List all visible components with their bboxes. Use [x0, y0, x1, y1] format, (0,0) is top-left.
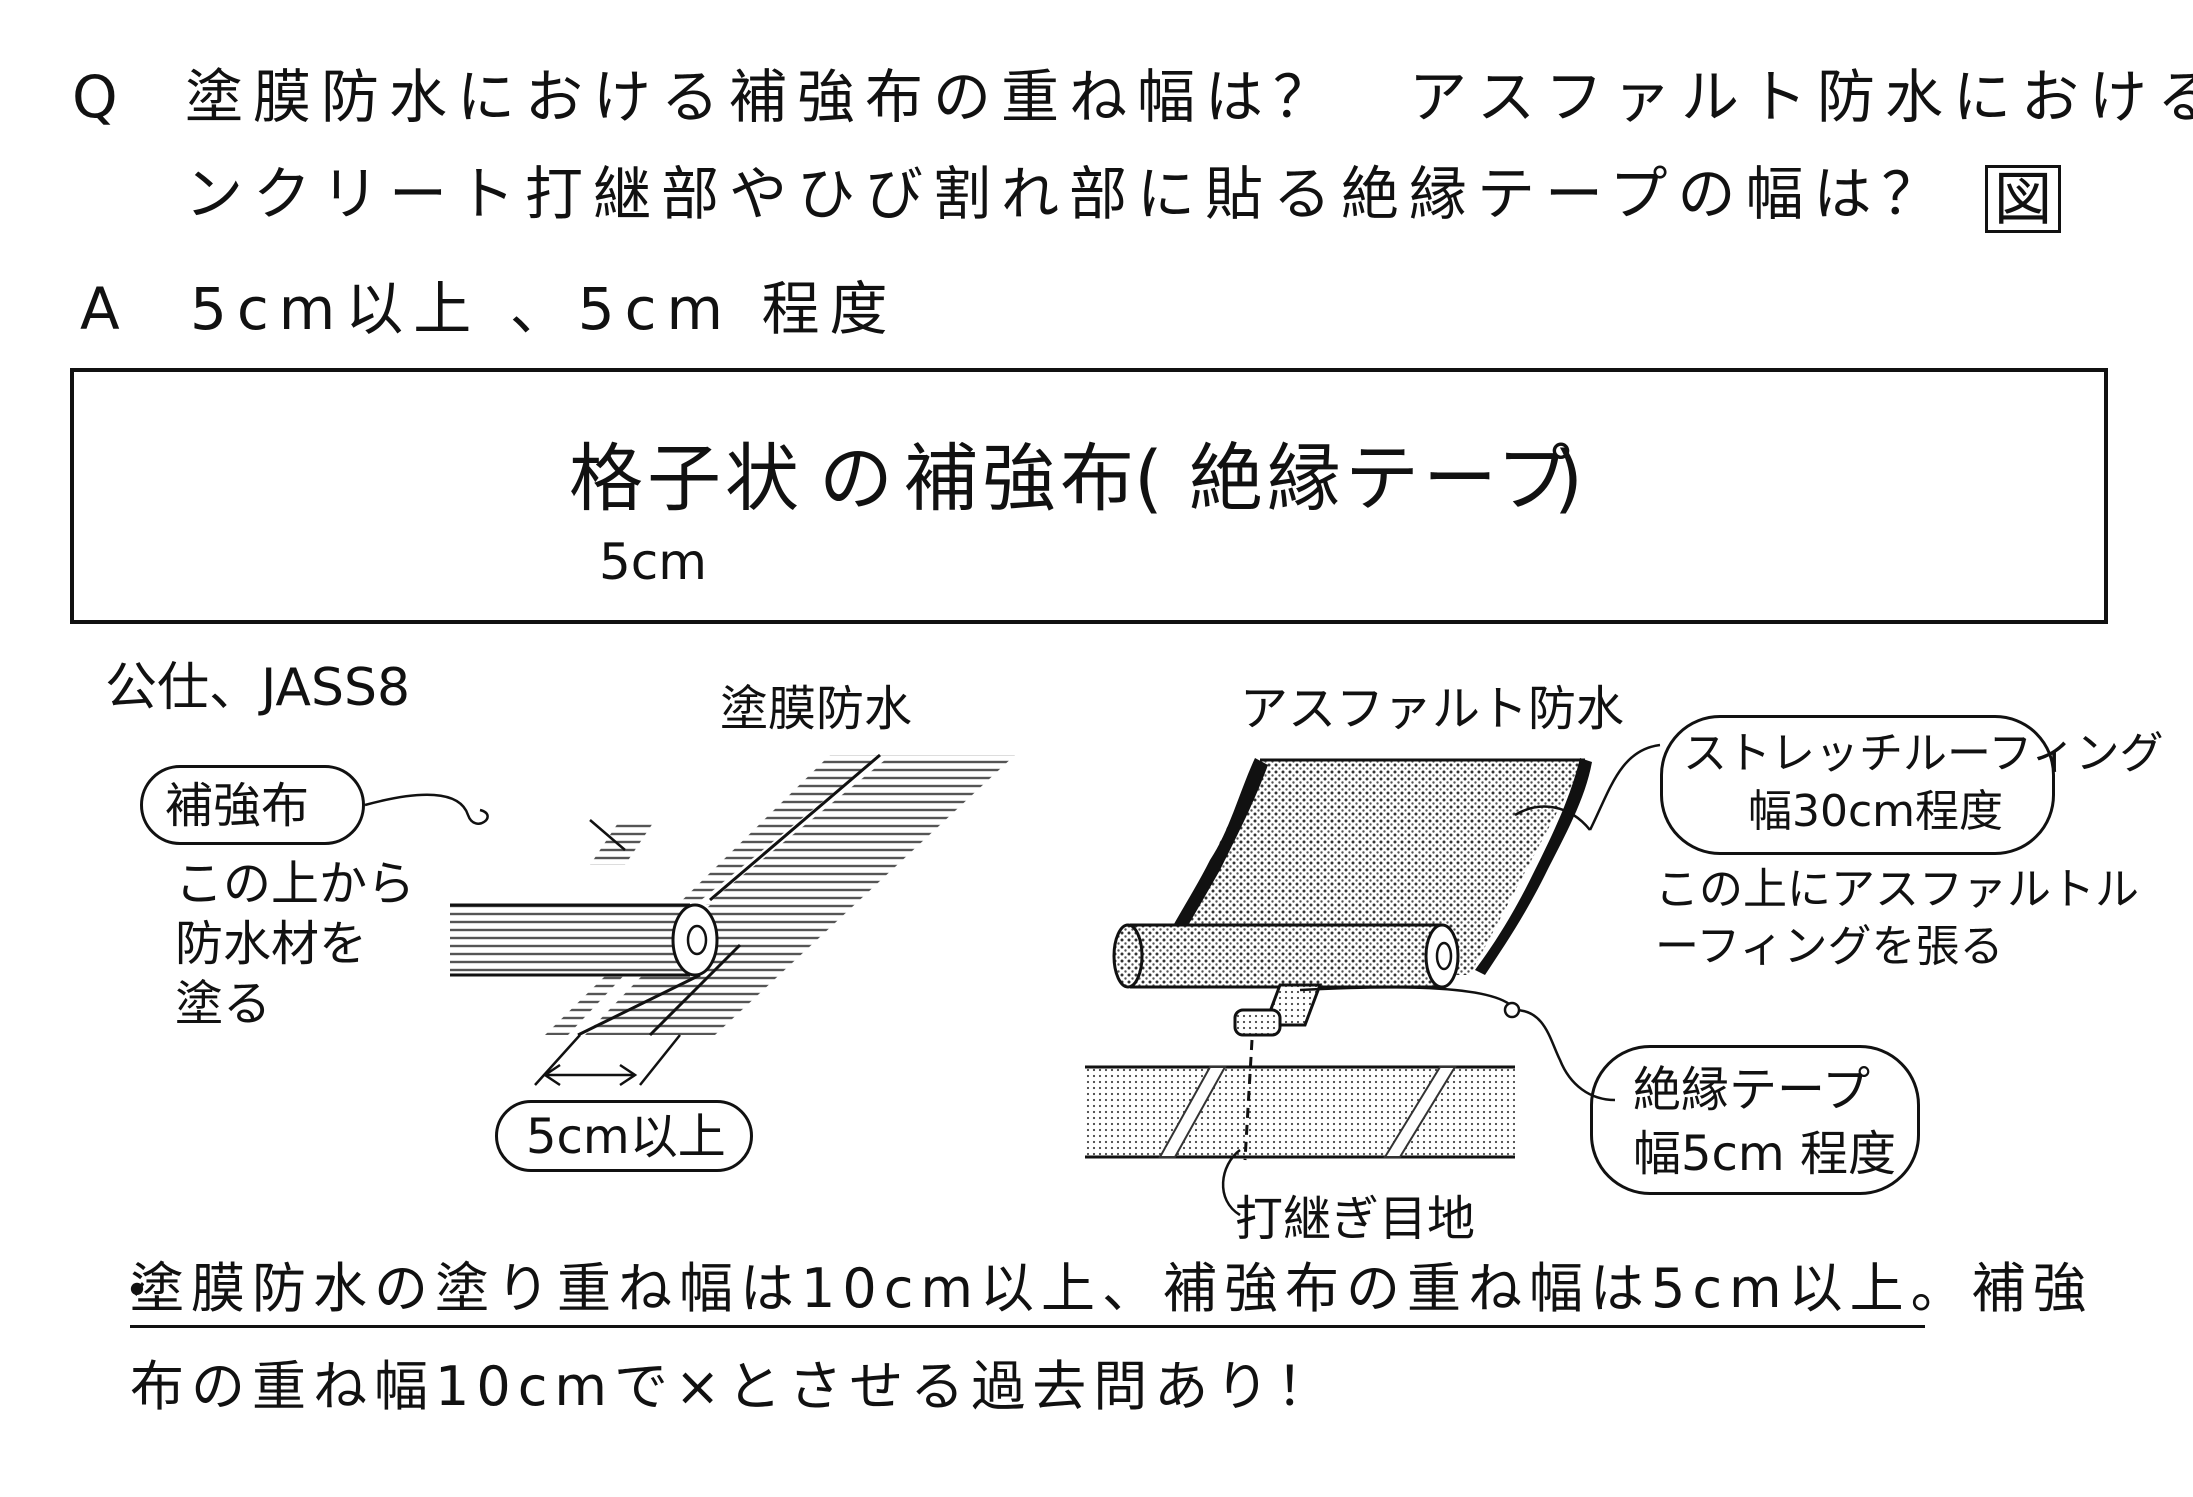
stretch-roofing-sheet — [1150, 758, 1592, 975]
insulation-tape-width: 幅5cm 程度 — [1633, 1126, 1896, 1182]
summary-box: 格子状 の 補強布 ( 絶縁テープ ) 5cm — [70, 368, 2108, 624]
dimension-label: 5cm以上 — [526, 1109, 726, 1165]
coating-title: 塗膜防水 — [720, 681, 913, 737]
reinforcement-sheet — [577, 753, 885, 1037]
construction-joint-label: 打継ぎ目地 — [1235, 1191, 1476, 1247]
reinforcement-callout-label: 補強布 — [165, 778, 310, 834]
left-note-line-2: 防水材を — [175, 916, 368, 972]
answer-marker: A — [80, 275, 130, 343]
summary-title-insulation-tape: 絶縁テープ — [1189, 436, 1575, 522]
right-note-line-2: ーフィングを張る — [1655, 921, 2004, 972]
reinforcement-callout: 補強布 — [140, 765, 365, 845]
summary-title-reinforcement: 補強布 — [904, 436, 1138, 522]
stretch-roofing-callout: ストレッチルーフィング 幅30cm程度 — [1660, 715, 2163, 855]
stretch-roofing-label: ストレッチルーフィング — [1683, 728, 2164, 779]
right-note-line-1: この上にアスファルトル — [1655, 864, 2139, 915]
summary-title-no: の — [819, 436, 897, 522]
answer-text: 5cm以上 、5cm 程度 — [190, 275, 898, 343]
asphalt-title: アスファルト防水 — [1240, 681, 1625, 737]
footnote-bullet: ・ — [108, 1257, 177, 1325]
dimension-callout: 5cm以上 — [495, 1100, 753, 1172]
callout-leader-left — [364, 793, 489, 825]
reinforcement-roll — [450, 903, 719, 977]
insulation-tape-callout: 絶縁テープ 幅5cm 程度 — [1590, 1045, 1920, 1195]
footnote-underline — [130, 1325, 1925, 1328]
coating-membrane-sheet — [545, 755, 1015, 1035]
joint-leader — [1221, 1149, 1241, 1217]
insulation-tape-label: 絶縁テープ — [1633, 1062, 1871, 1118]
summary-title-paren-close: ) — [1554, 436, 1587, 522]
question-line-2: ンクリート打継部やひび割れ部に貼る絶縁テープの幅は？ — [185, 160, 1950, 228]
question-line-1: 塗膜防水における補強布の重ね幅は？ アスファルト防水におけるコ — [185, 63, 2193, 131]
stretch-roofing-width: 幅30cm程度 — [1748, 786, 2004, 837]
insulation-tape — [1233, 983, 1323, 1037]
summary-title-lattice: 格子状 — [569, 436, 803, 522]
summary-title-paren-open: ( — [1134, 436, 1167, 522]
tape-leader — [1299, 986, 1616, 1102]
left-note-line-3: 塗る — [175, 976, 272, 1032]
left-note-line-1: この上から — [175, 856, 416, 912]
footnote-line-1: 塗膜防水の塗り重ね幅は10cm以上、補強布の重ね幅は5cm以上。補強 — [130, 1257, 2094, 1320]
stretch-roofing-roll — [1112, 923, 1460, 989]
roofing-leader — [1588, 743, 1661, 831]
footnote-line-2: 布の重ね幅10cmで×とさせる過去問あり！ — [130, 1355, 1338, 1418]
figure-badge: 図 — [1985, 165, 2062, 233]
dimension-arrow — [534, 1034, 681, 1087]
source-label: 公仕、JASS8 — [105, 658, 411, 718]
summary-subtitle: 5cm — [599, 533, 708, 591]
question-marker: Q — [72, 63, 128, 131]
callout-pointer-left — [589, 819, 626, 851]
concrete-slab — [1085, 1039, 1515, 1161]
